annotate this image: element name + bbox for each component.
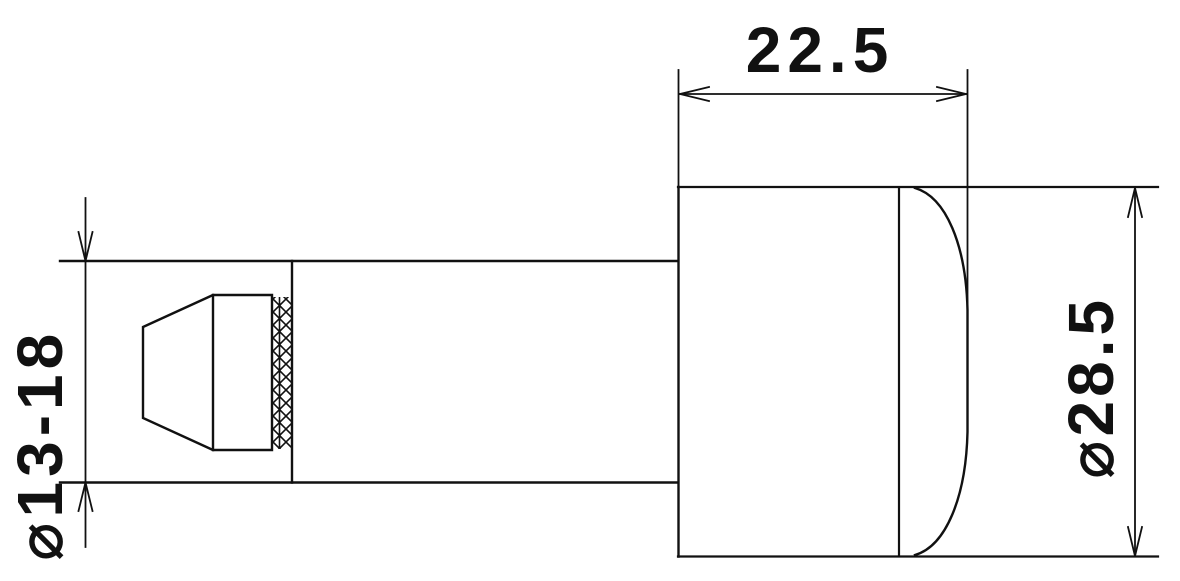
arrowhead-down-icon bbox=[1126, 525, 1144, 558]
dimension-head-length: 22.5 bbox=[677, 14, 969, 311]
arrowhead-right-icon bbox=[935, 85, 968, 103]
dimension-head-diameter: ⌀28.5 bbox=[1055, 186, 1144, 558]
head-diameter-label: ⌀28.5 bbox=[1055, 296, 1127, 479]
expander-cone-outline bbox=[141, 293, 274, 452]
part-outline bbox=[58, 185, 1160, 558]
head-length-label: 22.5 bbox=[746, 14, 895, 86]
head-dome-arc bbox=[913, 186, 969, 557]
arrowhead-left-icon bbox=[678, 85, 711, 103]
dimension-clamp-range: ⌀13-18 bbox=[4, 197, 94, 561]
arrowhead-up-icon bbox=[77, 481, 94, 513]
clamp-range-label: ⌀13-18 bbox=[4, 329, 76, 561]
expander-hatch-band bbox=[273, 297, 292, 449]
arrowhead-down-icon bbox=[77, 230, 94, 263]
arrowhead-up-icon bbox=[1126, 186, 1144, 219]
